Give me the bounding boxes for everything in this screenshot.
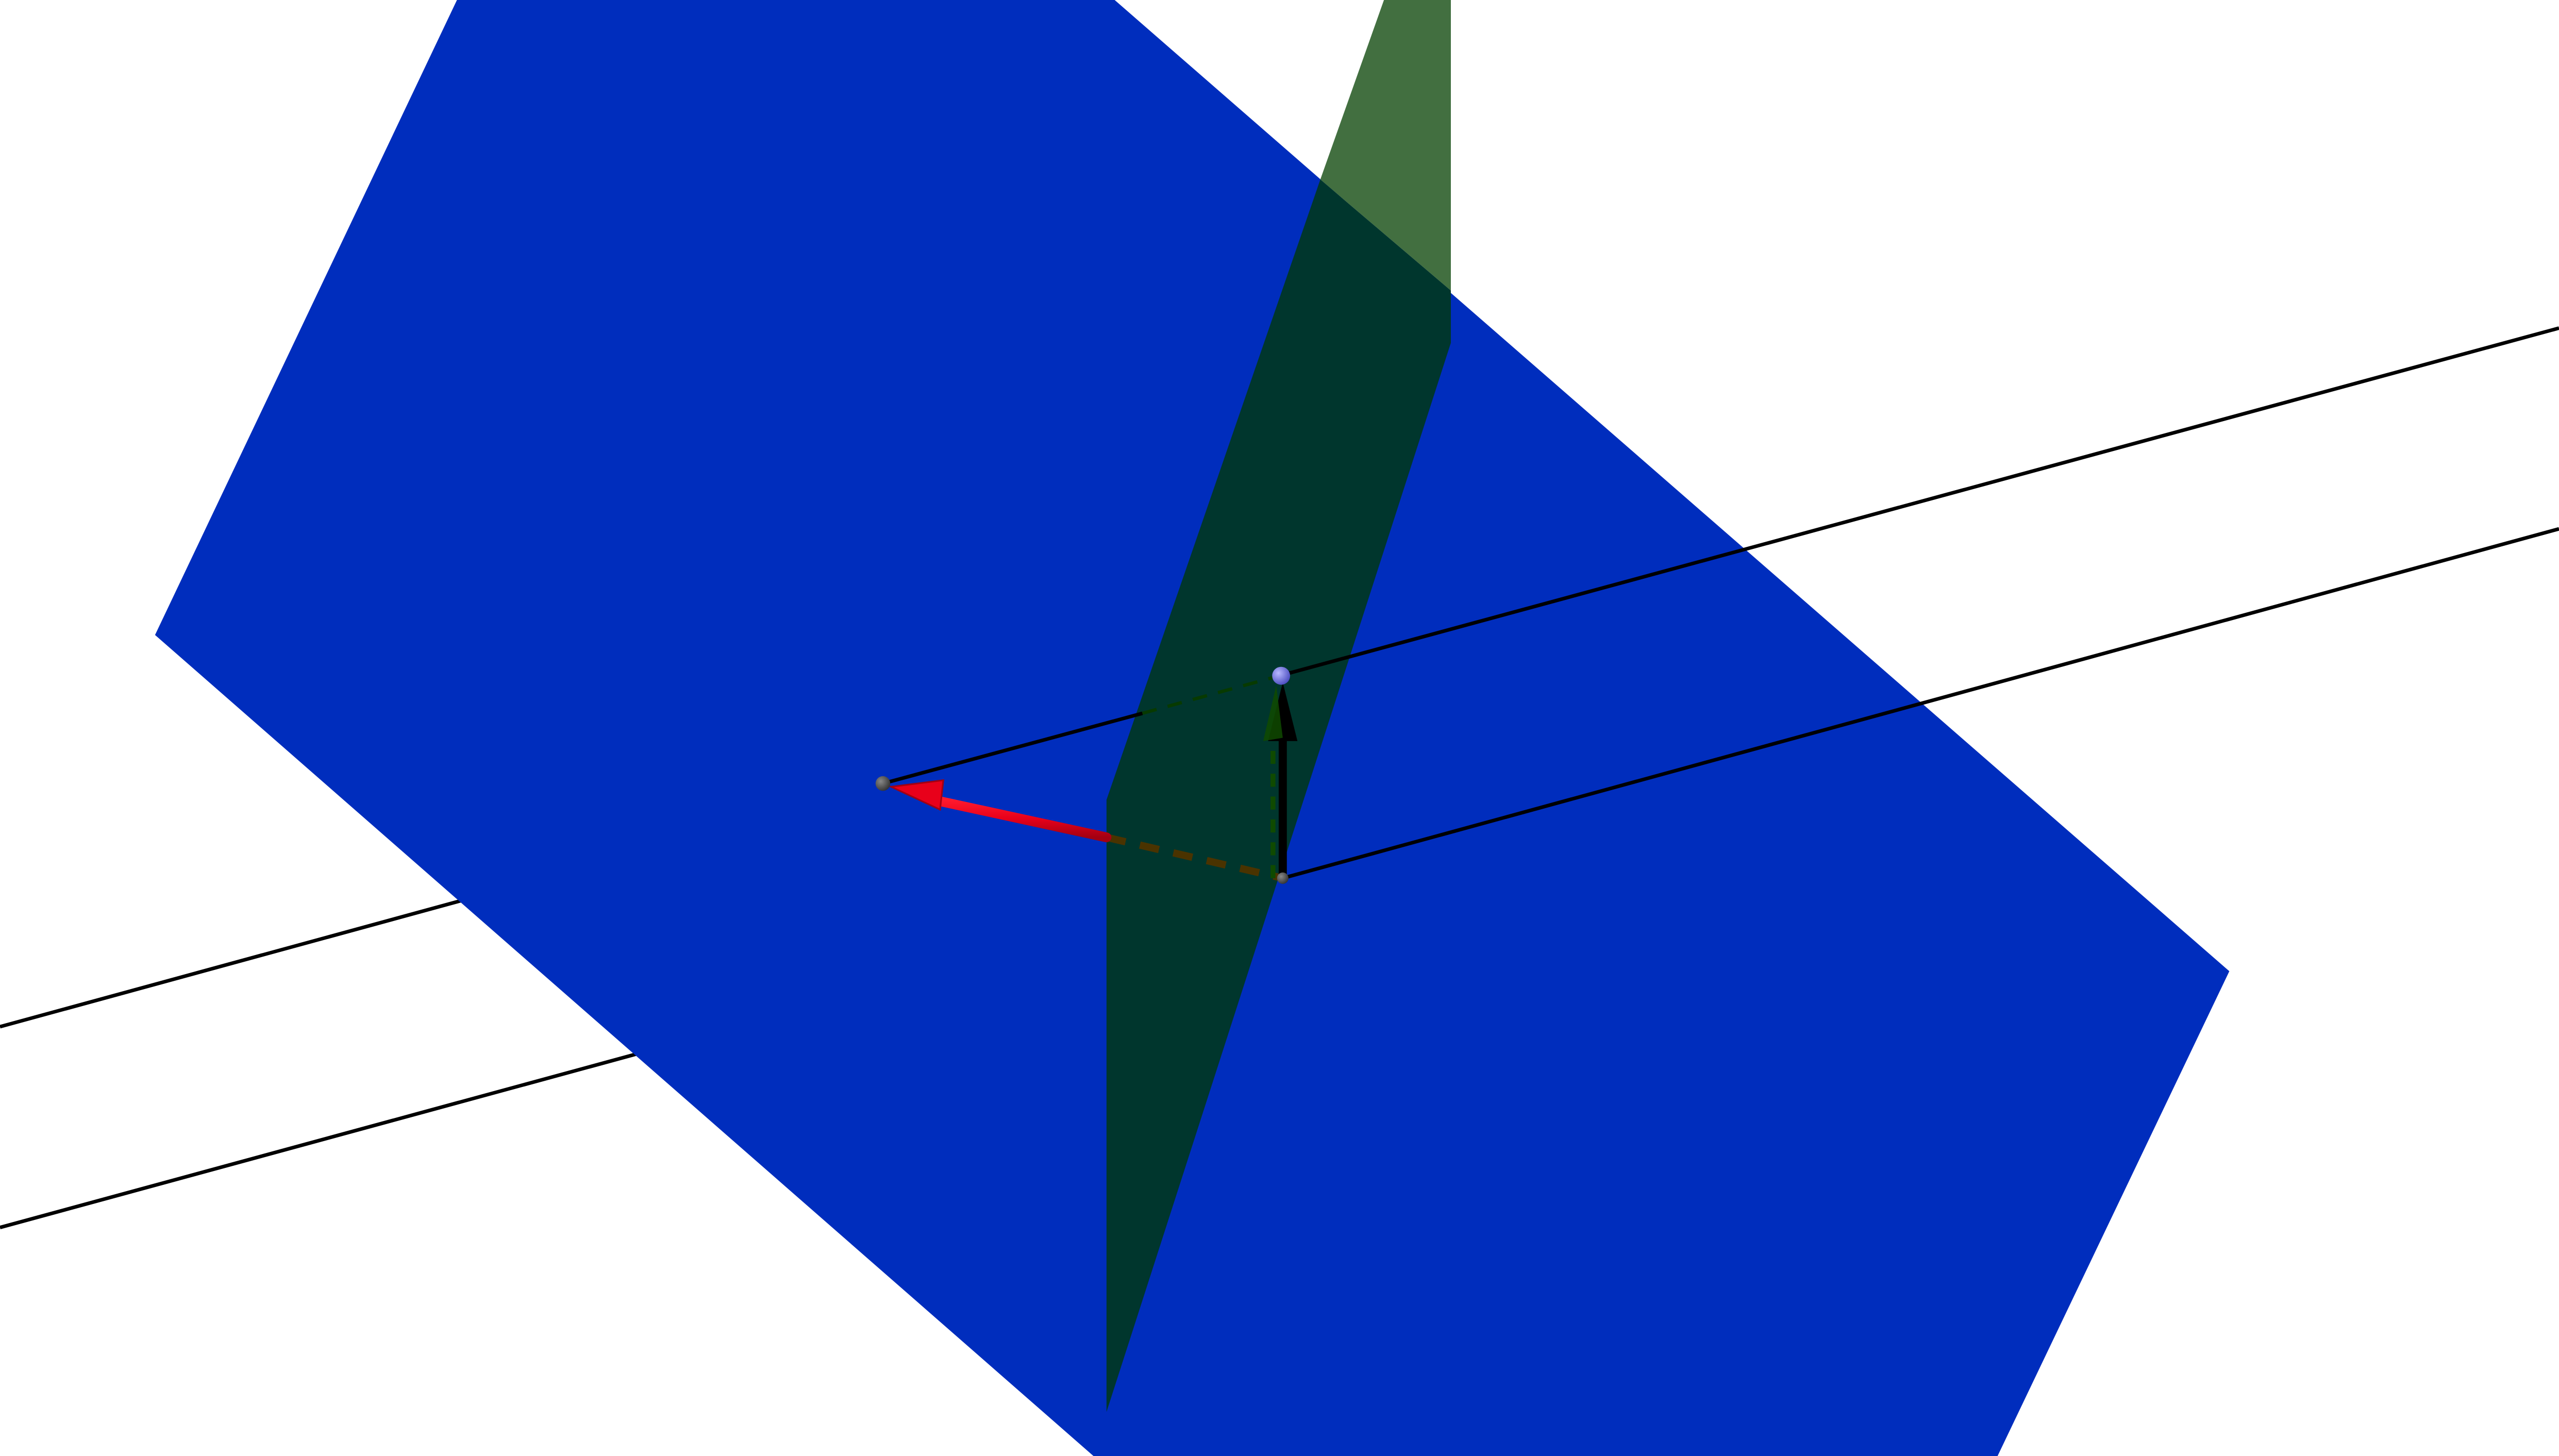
line-lower: [1282, 527, 2559, 880]
lines-back: [0, 891, 654, 1229]
point-foot: [1277, 872, 1289, 884]
line-lower-left: [0, 1048, 654, 1229]
point-origin: [875, 776, 891, 791]
line-upper: [882, 326, 2559, 785]
point-top: [1272, 666, 1291, 685]
projection-dashes: [1106, 718, 1284, 882]
line-upper-left: [0, 891, 490, 1029]
red-vector-arrowhead: [888, 779, 945, 811]
green-vector-arrowhead: [1263, 685, 1283, 741]
black-vector: [1263, 682, 1298, 878]
red-vector: [888, 779, 1112, 843]
dashed-horizontal: [1106, 833, 1284, 882]
green-plane-upper: [1320, 0, 1451, 291]
